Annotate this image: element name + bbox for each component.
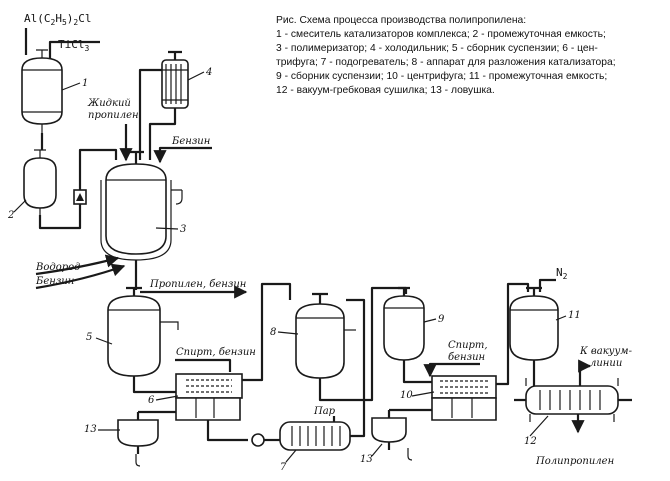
label-1: 1 bbox=[82, 78, 88, 89]
alcohol-benzine-label: Спирт, бензин bbox=[176, 347, 256, 358]
benzine-feed-label: Бензин bbox=[171, 136, 210, 147]
hydrogen-label: Водород bbox=[35, 262, 81, 273]
propylene-benzine-label: Пропилен, бензин bbox=[149, 279, 246, 290]
caption-title: Рис. Схема процесса производства полипро… bbox=[276, 15, 527, 26]
caption-line: 1 - смеситель катализаторов комплекса; 2… bbox=[276, 29, 606, 40]
steam-label: Пар bbox=[313, 406, 336, 417]
caption-line: 12 - вакуум-гребковая сушилка; 13 - лову… bbox=[276, 85, 495, 96]
pipe-hydrogen bbox=[35, 254, 120, 276]
liquid-propylene-label-1: Жидкий bbox=[87, 98, 131, 109]
pipe-benzine-input bbox=[35, 263, 126, 290]
label-5: 5 bbox=[86, 332, 92, 343]
vessel-2-intermediate-tank bbox=[23, 149, 57, 215]
heater-7 bbox=[279, 421, 351, 451]
label-12: 12 bbox=[524, 436, 537, 447]
pipe-3-to-cooler bbox=[138, 68, 162, 160]
alcohol-label-2: Спирт, bbox=[448, 340, 488, 351]
pipe-cooler-return bbox=[148, 116, 177, 160]
label-7: 7 bbox=[280, 462, 287, 473]
pump-symbol bbox=[73, 189, 87, 205]
feed-line-ticl3 bbox=[48, 40, 100, 60]
caption-line: трифуга; 7 - подогреватель; 8 - аппарат … bbox=[276, 57, 616, 68]
label-4: 4 bbox=[205, 67, 212, 78]
label-8: 8 bbox=[270, 327, 276, 338]
trap-13-left bbox=[117, 412, 159, 454]
vessel-9-suspension-collector bbox=[383, 286, 425, 372]
caption-line: 9 - сборник суспензии; 10 - центрифуга; … bbox=[276, 71, 608, 82]
vessel-5-suspension-collector bbox=[107, 286, 179, 384]
pipe-heater-to-8 bbox=[346, 298, 366, 438]
label-13-left: 13 bbox=[84, 424, 97, 435]
n2-label: N2 bbox=[556, 266, 568, 281]
vessel-4-cooler bbox=[161, 50, 189, 116]
alkyl-aluminium-label: Al(C2H5)2Cl bbox=[24, 12, 91, 27]
pipe-alcohol-benzine-2 bbox=[423, 362, 480, 378]
pipe-6-to-8 bbox=[242, 282, 292, 382]
vessel-3-polymerizer bbox=[100, 150, 183, 268]
to-vacuum-label-2: линии bbox=[590, 358, 622, 369]
liquid-propylene-label-2: пропилен bbox=[88, 110, 139, 121]
centrifuge-10 bbox=[431, 375, 497, 421]
vessel-11-intermediate-tank bbox=[509, 286, 559, 376]
vessel-8-catalyst-decomposer bbox=[295, 292, 356, 392]
label-9: 9 bbox=[438, 314, 445, 325]
vessel-1-catalyst-mixer bbox=[21, 49, 63, 133]
centrifuge-6 bbox=[175, 373, 243, 421]
label-10: 10 bbox=[400, 390, 413, 401]
pipe-10-to-11 bbox=[496, 282, 530, 386]
label-3: 3 bbox=[180, 224, 186, 235]
benzine-label-2: бензин bbox=[448, 352, 485, 363]
label-2: 2 bbox=[7, 210, 14, 221]
pipe-6-to-heater bbox=[206, 420, 248, 442]
benzine-input-label: Бензин bbox=[35, 276, 74, 287]
label-13-right: 13 bbox=[360, 454, 373, 465]
dryer-12-vacuum-rake bbox=[514, 378, 632, 422]
pipe-benzine bbox=[153, 146, 212, 164]
label-6: 6 bbox=[148, 395, 155, 406]
pipe-alcohol-benzine bbox=[175, 358, 232, 372]
trap-13-right bbox=[371, 410, 407, 450]
figure-caption: Рис. Схема процесса производства полипро… bbox=[276, 14, 666, 98]
ticl3-label: TiCl3 bbox=[58, 38, 90, 53]
pipe-5-to-6 bbox=[132, 384, 176, 394]
pipe-2-to-3 bbox=[38, 148, 118, 230]
label-11: 11 bbox=[568, 310, 581, 321]
pipe-to-vacuum bbox=[578, 359, 592, 388]
pipe-9-to-10 bbox=[402, 372, 432, 384]
pipe-n2 bbox=[538, 278, 556, 292]
caption-line: 3 - полимеризатор; 4 - холодильник; 5 - … bbox=[276, 43, 598, 54]
pump-6 bbox=[251, 433, 265, 447]
to-vacuum-label-1: К вакуум- bbox=[579, 346, 633, 357]
polypropylene-label: Полипропилен bbox=[535, 456, 614, 467]
